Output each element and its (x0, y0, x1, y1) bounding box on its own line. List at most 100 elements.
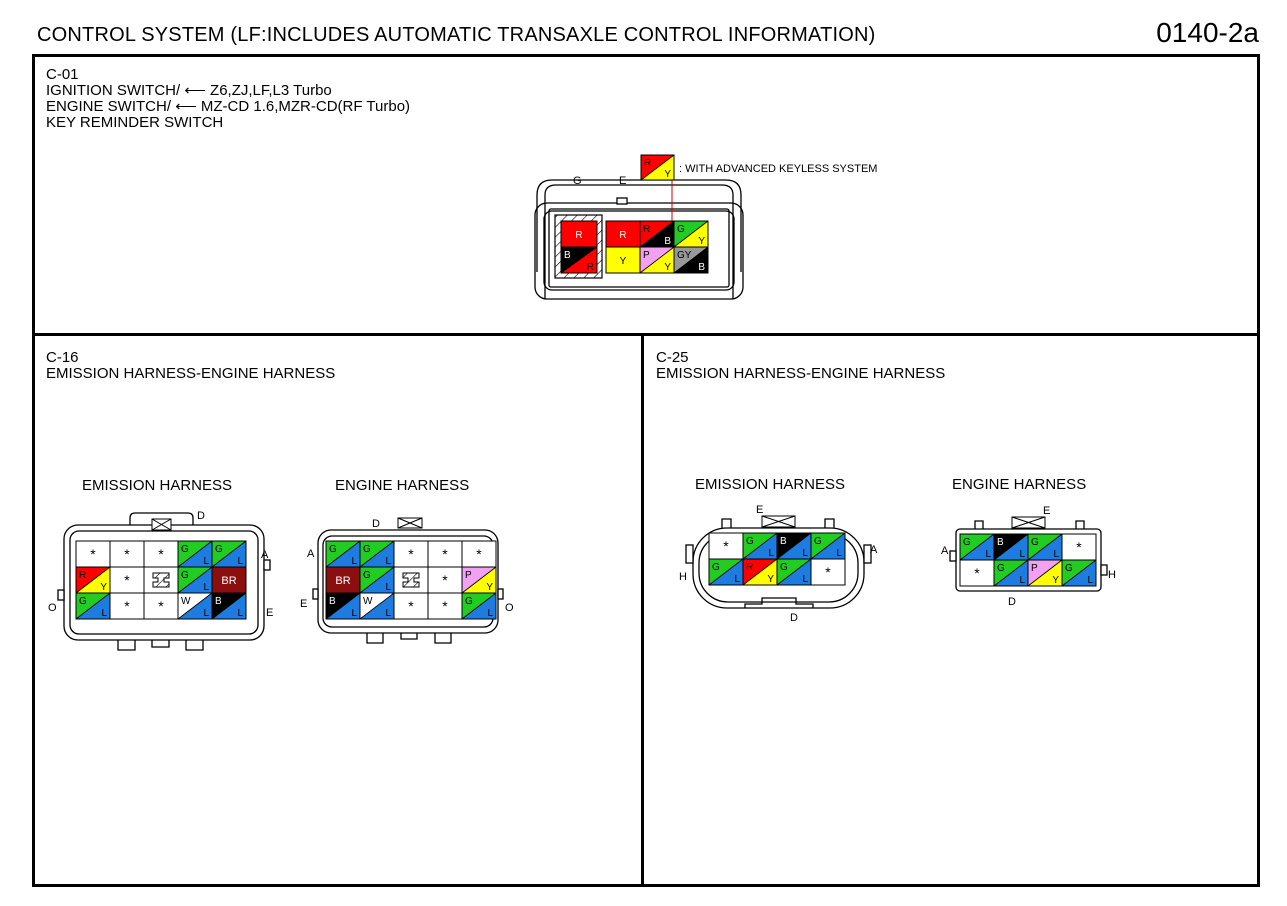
c25-engine-pin: GL (959, 533, 995, 561)
pin-code-label: G (215, 544, 223, 555)
pin-code-label: G (363, 570, 371, 581)
pin-code-label: L (203, 556, 209, 567)
x-box-icon (397, 517, 423, 529)
c16-engine-pin: BR (325, 566, 361, 594)
pin-code-label: G (79, 596, 87, 607)
diagram-frame (32, 54, 1260, 887)
c25-engine-pin: * (1061, 533, 1097, 561)
c25-emission-pin: BL (776, 532, 812, 560)
c01-pin: Y (605, 246, 641, 274)
pin-code-label: G (181, 570, 189, 581)
pin-code-label: Y (100, 582, 107, 593)
pin-code-label: L (487, 608, 493, 619)
c25-engine-pin: GL (1061, 559, 1097, 587)
page-code: 0140-2a (1156, 17, 1259, 48)
pin-code-label: L (237, 556, 243, 567)
c16-emission-pin: * (143, 592, 179, 620)
pin-code-label: L (385, 582, 391, 593)
pin-code-label: L (351, 556, 357, 567)
x-box-icon (151, 518, 172, 531)
c25-engine-label-h: H (1108, 569, 1116, 581)
pin-code-label: Y (620, 256, 627, 267)
c01-hatched-pin: R (560, 220, 598, 248)
c01-line2-label: ENGINE SWITCH/ (46, 98, 172, 115)
pin-code-label: * (124, 598, 130, 614)
c01-label-e: E (619, 175, 626, 187)
c01-pin: R (605, 220, 641, 248)
c25-emission-pin: GL (776, 558, 812, 586)
pin-code-label: L (237, 608, 243, 619)
pin-code-label: G (1031, 537, 1039, 548)
c25-emission-pin: GL (708, 558, 744, 586)
c16-emission-pin (143, 566, 179, 594)
x-box-icon (1011, 516, 1046, 529)
c16-engine-pin: GL (359, 566, 395, 594)
c16-emission-pin: * (109, 592, 145, 620)
pin-code-label: L (1087, 575, 1093, 586)
pin-code-label: G (329, 544, 337, 555)
pin-code-label: * (408, 546, 414, 562)
pin-code-label: GY (677, 250, 692, 261)
pin-code-label: * (974, 565, 980, 581)
c25-engine-label-d: D (1008, 596, 1016, 608)
pin-code-label: * (408, 598, 414, 614)
x-box-icon (761, 515, 796, 528)
c16-engine-label-o: O (505, 602, 514, 614)
pin-code-label: L (836, 548, 842, 559)
pin-code-label: * (90, 546, 96, 562)
c01-note-text: : WITH ADVANCED KEYLESS SYSTEM (679, 163, 877, 175)
c25-emission-label-e: E (756, 504, 763, 516)
c01-pin: PY (639, 246, 675, 274)
c16-emission-pin: GL (75, 592, 111, 620)
c25-engine-pin: BL (993, 533, 1029, 561)
c25-emission-pin: GL (810, 532, 846, 560)
c01-line2: ENGINE SWITCH/ ⟵ MZ-CD 1.6,MZR-CD(RF Tur… (46, 99, 410, 115)
c25-emission-pin: RY (742, 558, 778, 586)
keyway-icon (152, 572, 170, 588)
c16-engine-pin: BL (325, 592, 361, 620)
c16-emission-connector (57, 512, 271, 651)
pin-code-label: B (564, 250, 571, 261)
pin-code-label: P (1031, 563, 1038, 574)
c25-engine-pin: GL (993, 559, 1029, 587)
c01-connector (534, 179, 744, 300)
c16-engine-title: ENGINE HARNESS (335, 477, 469, 494)
c25-engine-connector (949, 520, 1108, 592)
pin-code-label: L (1053, 549, 1059, 560)
c01-pin: RB (639, 220, 675, 248)
c25-emission-label-h: H (679, 571, 687, 583)
pin-code-label: L (203, 608, 209, 619)
c16-emission-label-e: E (266, 607, 273, 619)
c16-emission-pin: * (75, 540, 111, 568)
c16-engine-pin: PY (461, 566, 497, 594)
pin-code-label: L (802, 548, 808, 559)
c16-engine-pin (393, 566, 429, 594)
c25-id: C-25 (656, 349, 689, 366)
c16-emission-pin: GL (177, 540, 213, 568)
arrow-left-icon: ⟵ (175, 98, 197, 115)
c16-engine-pin: * (393, 540, 429, 568)
c16-emission-pin: GL (211, 540, 247, 568)
c25-engine-label-a: A (941, 545, 949, 557)
pin-code-label: B (997, 537, 1004, 548)
c16-emission-pin: * (109, 566, 145, 594)
pin-code-label: P (465, 570, 472, 581)
pin-code-label: R (644, 158, 651, 169)
pin-code-label: * (442, 572, 448, 588)
pin-code-label: BR (335, 575, 350, 587)
pin-code-label: L (985, 549, 991, 560)
pin-code-label: R (746, 562, 753, 573)
c16-emission-pin: WL (177, 592, 213, 620)
pin-code-label: Y (486, 582, 493, 593)
pin-code-label: L (1019, 549, 1025, 560)
pin-code-label: B (780, 536, 787, 547)
c16-emission-label-d: D (197, 510, 205, 522)
page-title: CONTROL SYSTEM (LF:INCLUDES AUTOMATIC TR… (37, 24, 876, 46)
pin-code-label: G (465, 596, 473, 607)
c16-engine-label-a: A (307, 548, 315, 560)
pin-code-label: G (814, 536, 822, 547)
section-divider-horizontal (32, 333, 1260, 336)
c25-emission-pin: * (708, 532, 744, 560)
c01-line1: IGNITION SWITCH/ ⟵ Z6,ZJ,LF,L3 Turbo (46, 83, 410, 99)
